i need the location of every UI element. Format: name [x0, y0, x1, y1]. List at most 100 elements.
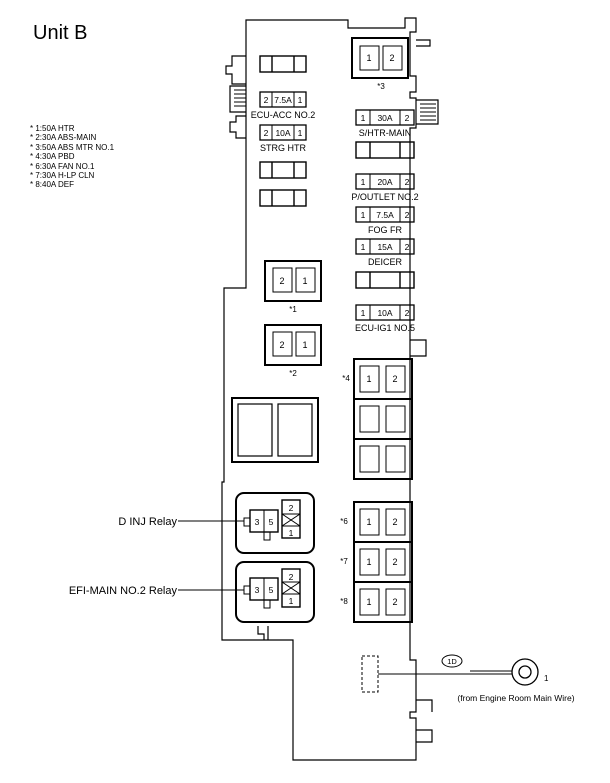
pin-label: 2: [279, 340, 284, 350]
empty-cartridge-slot: [353, 398, 413, 440]
fuse-pin: 2: [405, 177, 410, 187]
fuse-rating: 10A: [377, 308, 392, 318]
fuse-rating: 30A: [377, 113, 392, 123]
note-line: * 2:30A ABS-MAIN: [30, 133, 97, 143]
fuse-rating: 10A: [275, 128, 290, 138]
fuse-pin: 1: [361, 113, 366, 123]
relay-pin: 2: [289, 572, 294, 582]
fuse-label: P/OUTLET NO.2: [351, 192, 418, 202]
ref-label: *7: [340, 557, 348, 566]
ref-label: *2: [289, 369, 297, 378]
fuse-label: S/HTR-MAIN: [359, 128, 412, 138]
pin-label: 2: [389, 53, 394, 63]
relay-pin: 5: [269, 585, 274, 595]
fuse-pin: 2: [405, 242, 410, 252]
pin-label: 2: [392, 597, 397, 607]
fuse-rating: 20A: [377, 177, 392, 187]
fuse-label: FOG FR: [368, 225, 402, 235]
ground-caption: (from Engine Room Main Wire): [457, 693, 574, 703]
ground-pin: 1: [544, 674, 549, 683]
fuse-box-housing: [221, 17, 439, 761]
fuse-pin: 1: [361, 242, 366, 252]
fusible-link-star3: 1 2 *3: [351, 37, 409, 91]
pin-label: 1: [366, 517, 371, 527]
fuse-fog-fr: 1 7.5A 2 FOG FR: [355, 206, 415, 235]
fuse-pin: 1: [361, 210, 366, 220]
note-line: * 1:50A HTR: [30, 124, 75, 133]
ground-code: 1D: [447, 657, 457, 666]
fuse-pin: 1: [298, 95, 303, 105]
fusible-link-star4: 1 2 *4: [342, 358, 413, 400]
fuse-p-outlet-no2: 1 20A 2 P/OUTLET NO.2: [351, 173, 419, 202]
fuse-pin: 2: [405, 113, 410, 123]
relay-efi-main-no2: 3 5 2 1 EFI-MAIN NO.2 Relay: [69, 561, 315, 623]
fuse-s-htr-main: 1 30A 2 S/HTR-MAIN: [355, 109, 415, 138]
empty-fuse-slot: [355, 271, 415, 289]
pin-label: 2: [279, 276, 284, 286]
relay-d-inj: 3 5 2 1 D INJ Relay: [118, 492, 315, 554]
note-line: * 7:30A H-LP CLN: [30, 171, 95, 181]
ref-label: *3: [377, 82, 385, 91]
note-line: * 6:30A FAN NO.1: [30, 161, 95, 171]
fuse-notes: * 1:50A HTR * 2:30A ABS-MAIN * 3:50A ABS…: [30, 124, 114, 190]
pin-label: 1: [302, 340, 307, 350]
note-line: * 3:50A ABS MTR NO.1: [30, 142, 115, 152]
relay-label: EFI-MAIN NO.2 Relay: [69, 585, 178, 597]
fusible-link-star1: 2 1 *1: [264, 260, 322, 314]
ref-label: *8: [340, 597, 348, 606]
pin-label: 1: [302, 276, 307, 286]
fuse-pin: 1: [298, 128, 303, 138]
ref-label: *4: [342, 374, 350, 383]
note-line: * 8:40A DEF: [30, 180, 75, 190]
relay-pin: 1: [289, 528, 294, 538]
relay-pin: 5: [269, 517, 274, 527]
fuse-rating: 7.5A: [274, 95, 292, 105]
fuse-label: ECU-IG1 NO.5: [355, 323, 415, 333]
empty-cartridge-slot: [353, 438, 413, 480]
fuse-strg-htr: 2 10A 1 STRG HTR: [259, 124, 307, 153]
housing-detail: [234, 89, 436, 121]
pin-label: 2: [392, 517, 397, 527]
pin-label: 1: [366, 374, 371, 384]
empty-fuse-slot: [259, 55, 307, 73]
fuse-rating: 7.5A: [376, 210, 394, 220]
note-line: * 4:30A PBD: [30, 152, 75, 162]
empty-fuse-slot: [355, 141, 415, 159]
empty-relay-slot: [231, 397, 319, 463]
ground-connection: 1D 1 (from Engine Room Main Wire): [361, 654, 575, 703]
unit-title: Unit B: [33, 22, 88, 44]
relay-pin: 1: [289, 596, 294, 606]
fuse-pin: 1: [361, 177, 366, 187]
fuse-pin: 2: [264, 95, 269, 105]
fusible-link-star2: 2 1 *2: [264, 324, 322, 378]
empty-fuse-slot: [259, 161, 307, 179]
relay-pin: 2: [289, 503, 294, 513]
fuse-rating: 15A: [377, 242, 392, 252]
fusible-link-star6: 1 2 *6: [340, 501, 413, 543]
pin-label: 1: [366, 597, 371, 607]
fuse-pin: 2: [405, 308, 410, 318]
ref-label: *6: [340, 517, 348, 526]
relay-pin: 3: [255, 517, 260, 527]
fuse-label: STRG HTR: [260, 143, 306, 153]
fusible-link-star7: 1 2 *7: [340, 541, 413, 583]
fuse-pin: 2: [264, 128, 269, 138]
fuse-label: ECU-ACC NO.2: [251, 110, 316, 120]
ref-label: *1: [289, 305, 297, 314]
fuse-pin: 1: [361, 308, 366, 318]
fuse-label: DEICER: [368, 257, 403, 267]
pin-label: 2: [392, 374, 397, 384]
fusible-link-star8: 1 2 *8: [340, 581, 413, 623]
pin-label: 2: [392, 557, 397, 567]
fuse-deicer: 1 15A 2 DEICER: [355, 238, 415, 267]
empty-fuse-slot: [259, 189, 307, 207]
fuse-ecu-acc-no2: 2 7.5A 1 ECU-ACC NO.2: [251, 91, 316, 120]
pin-label: 1: [366, 557, 371, 567]
empty-fuse-slots: [259, 55, 415, 289]
relay-label: D INJ Relay: [118, 516, 177, 528]
pin-label: 1: [366, 53, 371, 63]
relay-pin: 3: [255, 585, 260, 595]
fuse-pin: 2: [405, 210, 410, 220]
